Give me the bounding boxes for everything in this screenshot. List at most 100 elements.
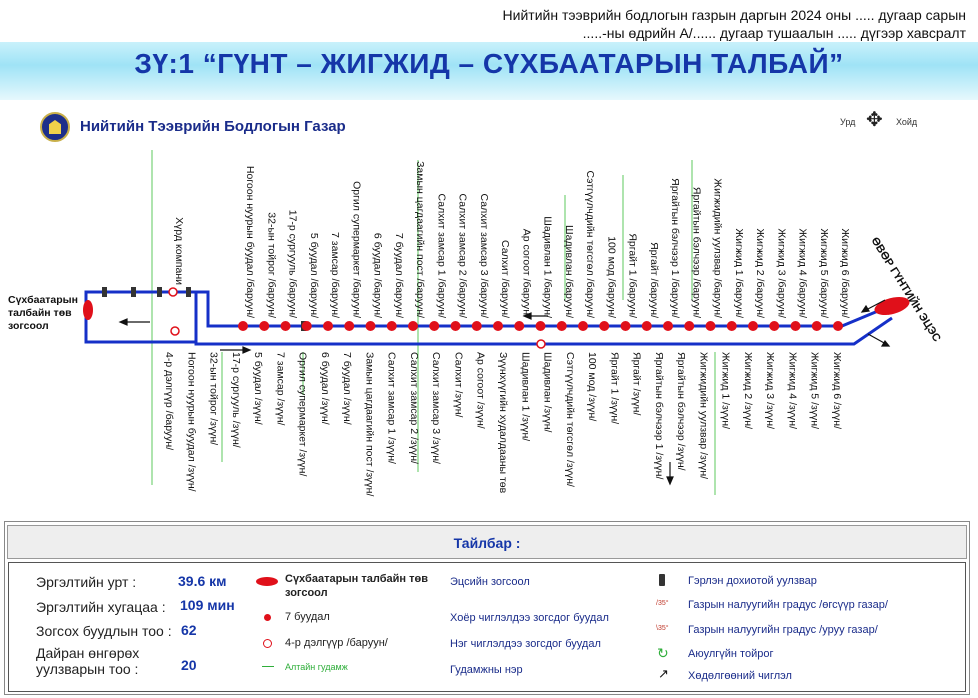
intersections-value: 20 — [181, 657, 197, 673]
bottom-stop-label: Жигжид 3 /зүүн/ — [764, 352, 776, 429]
agency-logo — [40, 112, 70, 142]
stop-dot — [535, 321, 546, 331]
interval-value: 109 мин — [180, 597, 235, 613]
one-way-stop-zuunkhuu — [536, 339, 546, 349]
compass: Урд ✥ Хойд — [838, 108, 938, 136]
stop-dot — [471, 321, 482, 331]
top-stop-label: Яргайтын бэлчээр 1 /баруун/ — [669, 178, 681, 318]
compass-west-label: Урд — [840, 117, 856, 127]
bottom-stop-label: Салхит /зүүн/ — [452, 352, 464, 418]
stop-dot — [620, 321, 631, 331]
legend-title: Тайлбар : — [453, 535, 521, 551]
bottom-stop-label: 7 зам­сар /зүүн/ — [274, 352, 286, 426]
direction-arrow-icon — [220, 346, 252, 354]
intersections-label: Дайран өнгөрөх уулзварын тоо : — [36, 645, 140, 677]
direction-arrow-icon — [118, 318, 150, 326]
bottom-stop-label: 4-р дэлгүүр /баруун/ — [163, 352, 175, 450]
stop-dot — [238, 321, 248, 331]
stop-dot — [578, 321, 588, 331]
stop-dot — [301, 321, 312, 331]
agency-name: Нийтийн Тээврийн Бодлогын Газар — [80, 118, 346, 135]
downhill-icon: \35° — [656, 625, 669, 632]
top-stop-label: Яргайтын бэлчээр /баруун/ — [690, 187, 702, 318]
top-stop-label: Салхит зам­сар 2 /баруун/ — [457, 194, 469, 319]
bottom-stop-label: Шадивлан /зүүн/ — [542, 352, 554, 433]
terminal-west-label: Сүхбаатарын талбайн төв зогсоол — [8, 294, 78, 332]
bottom-stop-label: Оргил супермаркет /зүүн/ — [297, 352, 309, 476]
bottom-stop-label: Салхит зам­сар 3 /зүүн/ — [430, 352, 442, 464]
bus-stop-example: 7 буудал — [285, 611, 330, 623]
top-stop-label: 7 буудал /баруун/ — [393, 233, 405, 318]
title-banner — [0, 42, 978, 100]
top-stop-label: Яргайт 1 /баруун/ — [627, 233, 639, 318]
stop-dot — [323, 321, 333, 331]
bottom-stop-label: 17-р сургууль /зүүн/ — [230, 352, 242, 448]
uphill-icon: /35° — [656, 600, 669, 607]
traffic-light-icon — [659, 574, 665, 586]
top-stop-label: 5 буудал /баруун/ — [308, 233, 320, 318]
bottom-stop-label: Яргайт 1 /зүүн/ — [608, 352, 620, 424]
route-map: Ногоон нуурын буудал /баруун/32-ын тойро… — [83, 150, 944, 496]
direction-arrow-icon — [666, 462, 674, 486]
route-title: ЗҮ:1 “ГҮНТ – ЖИГЖИД – СҮХБААТАРЫН ТАЛБАЙ… — [134, 48, 844, 79]
downhill-label: Газрын налуугийн градус /уруу газар/ — [688, 624, 878, 636]
top-stop-label: Салхит /баруун/ — [499, 240, 511, 318]
top-stop-label: Салхит зам­сар 1 /баруун/ — [435, 194, 447, 319]
terminal-stop-label: Эцсийн зогсоол — [450, 576, 530, 588]
two-way-stop-label: Хоёр чиглэлдээ зогсдог буудал — [450, 612, 609, 624]
top-stop-label: Жигжид 1 /баруун/ — [733, 228, 745, 318]
bottom-stop-label: Жигжидийн уулзвар /зүүн/ — [697, 352, 709, 479]
stop-dot — [663, 321, 673, 331]
traffic-light-icon — [157, 287, 162, 297]
stop-dot — [641, 321, 652, 331]
stop-dot — [748, 321, 758, 331]
stop-dot — [811, 321, 822, 331]
interval-label: Эргэлтийн хугацаа : — [36, 599, 166, 615]
legend-header: Тайлбар : — [7, 525, 967, 559]
top-stop-label: 100 мод /баруун/ — [605, 236, 617, 318]
bottom-stop-label: Салхит зам­сар 2 /зүүн/ — [408, 352, 420, 464]
compass-east-label: Хойд — [896, 117, 918, 127]
traffic-light-icon — [102, 287, 107, 297]
top-stop-label: Жигжид 5 /баруун/ — [818, 228, 830, 318]
stop-dot — [769, 321, 780, 331]
length-value: 39.6 км — [178, 573, 227, 589]
street-example: Алтайн гудамж — [285, 662, 348, 672]
bottom-stop-label: 5 буудал /зүүн/ — [252, 352, 264, 425]
stop-dot — [514, 321, 525, 331]
stop-dot — [556, 321, 567, 331]
traffic-light-label: Гэрлэн дохиотой уулзвар — [688, 575, 817, 587]
bottom-stop-label: Ар согоот /зүүн/ — [475, 352, 487, 429]
direction-arrow-icon — [522, 312, 548, 320]
central-stop-label: Сүхбаатарын талбайн төв зогсоол — [285, 573, 428, 599]
stop-dot — [386, 321, 397, 331]
top-stop-label: Сэтгүүлчдийн төгсгөл /баруун/ — [584, 171, 596, 319]
uphill-label: Газрын налуугийн градус /өгсүүр газар/ — [688, 599, 888, 611]
top-stop-label: Оргил супермаркет /баруун/ — [350, 181, 362, 318]
one-way-stop-symbol — [263, 639, 272, 648]
top-stop-label: Замын цагдаагийн пост /баруун/ — [414, 161, 426, 318]
stop-dot — [493, 321, 503, 331]
stop-dot — [790, 321, 801, 331]
top-stop-label: 17-р сургууль /баруун/ — [287, 210, 299, 318]
stops-count-label: Зогсох буудлын тоо : — [36, 623, 172, 639]
stop-dot — [429, 321, 440, 331]
stop-dot — [280, 321, 291, 331]
bottom-stop-label: 32-ын тойрог /зүүн/ — [208, 352, 220, 445]
top-stop-label: 6 буудал /баруун/ — [372, 233, 384, 318]
top-stop-label: Яргайт /баруун/ — [648, 242, 660, 318]
bottom-stop-label: Жигжид 5 /зүүн/ — [809, 352, 821, 429]
header-note: Нийтийн тээврийн бодлогын газрын даргын … — [502, 7, 966, 41]
bottom-stop-label: Жигжид 6 /зүүн/ — [831, 352, 843, 429]
direction-arrow-icon — [867, 333, 891, 347]
top-stop-label: Ногоон нуурын буудал /баруун/ — [244, 166, 256, 318]
central-stop-symbol — [256, 577, 278, 586]
direction-label: Хөдөлгөөний чиглэл — [688, 670, 792, 682]
two-way-stop-symbol — [264, 614, 271, 621]
length-label: Эргэлтийн урт : — [36, 574, 137, 590]
stops-count-value: 62 — [181, 622, 197, 638]
bottom-stop-label: Жигжид 1 /зүүн/ — [720, 352, 732, 429]
bottom-stop-label: Зүүнхүүгийн худалдааны төв — [497, 352, 509, 494]
bottom-stop-label: Яргайтын бэлчээр /зүүн/ — [675, 352, 687, 471]
stop-dot — [259, 321, 270, 331]
